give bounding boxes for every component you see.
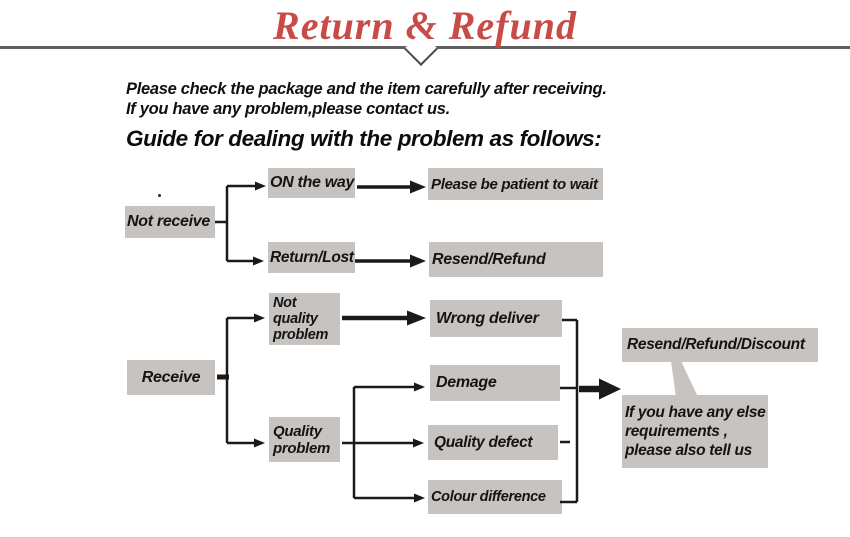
node-please-be-patient: Please be patient to wait — [428, 168, 603, 200]
node-demage: Demage — [430, 365, 560, 401]
node-quality-problem: Quality problem — [269, 417, 340, 462]
arrow-return-lost-to-resend — [355, 254, 426, 268]
node-not-quality-problem: Not quality problem — [269, 293, 340, 345]
arrow-on-the-way-to-wait — [357, 180, 426, 194]
node-on-the-way: ON the way — [268, 168, 355, 198]
node-resend-refund: Resend/Refund — [429, 242, 603, 277]
node-quality-defect: Quality defect — [428, 425, 558, 460]
collector-lines — [560, 318, 579, 504]
callout-tail — [671, 361, 698, 397]
stray-dot — [158, 194, 161, 197]
arrowhead-to-on-the-way — [255, 181, 266, 191]
intro-text: Please check the package and the item ca… — [126, 79, 607, 119]
arrowhead-to-quality-defect — [413, 438, 424, 448]
node-else-requirements: If you have any else requirements , plea… — [622, 395, 768, 468]
node-colour-difference: Colour difference — [428, 480, 562, 514]
intro-line-1: Please check the package and the item ca… — [126, 80, 607, 98]
arrowhead-to-quality — [254, 438, 265, 448]
branch-quality-problem — [342, 382, 425, 503]
arrowhead-to-return-lost — [253, 256, 264, 266]
node-resend-refund-discount: Resend/Refund/Discount — [622, 328, 818, 362]
arrow-not-quality-to-wrong-deliver — [342, 310, 426, 326]
guide-heading: Guide for dealing with the problem as fo… — [126, 126, 602, 151]
node-return-lost: Return/Lost — [268, 242, 355, 273]
node-wrong-deliver: Wrong deliver — [430, 300, 562, 337]
arrowhead-to-colour-difference — [414, 493, 425, 503]
arrow-to-result — [579, 378, 621, 400]
intro-line-2: If you have any problem,please contact u… — [126, 100, 450, 118]
node-not-receive: Not receive — [125, 206, 215, 238]
branch-receive — [217, 313, 265, 448]
node-receive: Receive — [127, 360, 215, 395]
branch-not-receive — [215, 181, 266, 266]
arrowhead-to-not-quality — [254, 313, 265, 323]
arrowhead-to-demage — [414, 382, 425, 392]
